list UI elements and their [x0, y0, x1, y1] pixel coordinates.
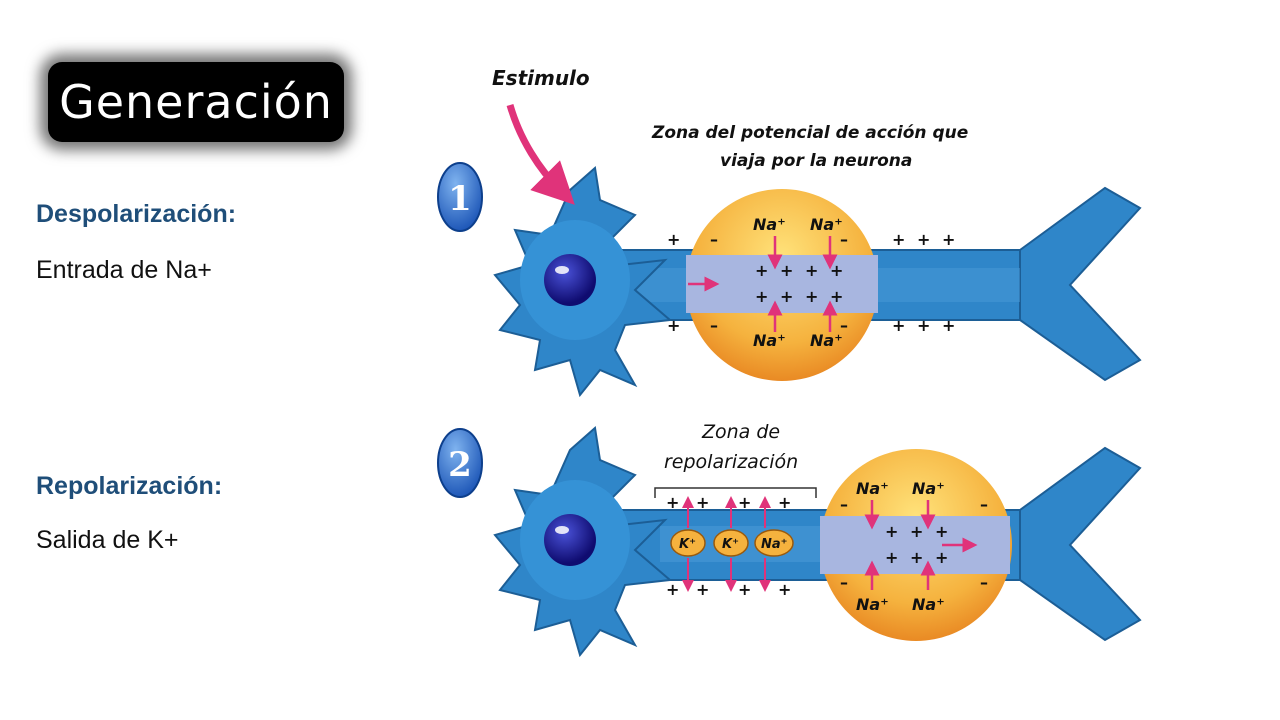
- na-bubble-label: Na⁺: [761, 537, 788, 552]
- ap-zone-2: [820, 449, 1012, 641]
- svg-text:+: +: [935, 548, 948, 567]
- svg-text:+: +: [780, 261, 793, 280]
- svg-text:+: +: [910, 522, 923, 541]
- svg-text:+: +: [805, 287, 818, 306]
- na-inflow-arrows-1: [688, 236, 838, 332]
- k-label-b: K⁺: [722, 537, 739, 552]
- step-2-badge: 2: [437, 428, 483, 498]
- svg-text:–: –: [980, 573, 988, 592]
- svg-text:+: +: [942, 230, 955, 249]
- depolarization-text: Entrada de Na+: [36, 256, 212, 284]
- svg-text:–: –: [840, 573, 848, 592]
- svg-text:+: +: [738, 580, 751, 599]
- k-outflow-arrows: [682, 496, 771, 592]
- svg-text:+: +: [738, 493, 751, 512]
- svg-text:–: –: [840, 495, 848, 514]
- svg-text:+: +: [667, 230, 680, 249]
- svg-text:+: +: [666, 580, 679, 599]
- svg-text:+: +: [778, 580, 791, 599]
- step-2-number: 2: [448, 445, 472, 485]
- svg-text:+: +: [917, 230, 930, 249]
- repol-zone-label-line2: repolarización: [664, 451, 798, 473]
- svg-text:+: +: [885, 548, 898, 567]
- step-2: 2 K⁺ K⁺ Na⁺: [437, 421, 1142, 658]
- svg-text:–: –: [710, 230, 718, 249]
- svg-text:+: +: [780, 287, 793, 306]
- svg-text:+: +: [910, 548, 923, 567]
- svg-text:+: +: [778, 493, 791, 512]
- repol-zone-label-line1: Zona de: [701, 421, 780, 443]
- svg-text:+: +: [830, 261, 843, 280]
- ion-bubbles: [670, 529, 794, 557]
- na-label-2d: Na⁺: [912, 595, 945, 614]
- repolarization-heading: Repolarización:: [36, 472, 223, 500]
- svg-text:+: +: [892, 316, 905, 335]
- depolarization-heading: Despolarización:: [36, 200, 237, 228]
- stimulus-label: Estimulo: [492, 66, 590, 90]
- svg-text:+: +: [917, 316, 930, 335]
- svg-text:+: +: [830, 287, 843, 306]
- na-label-2c: Na⁺: [856, 595, 889, 614]
- svg-text:–: –: [710, 316, 718, 335]
- step-1: 1 + + + + + + + + – – – – + + + + + + + +: [437, 66, 1142, 398]
- nucleus-2: [544, 514, 596, 566]
- svg-text:+: +: [696, 493, 709, 512]
- ap-zone-label-line2: viaja por la neurona: [720, 151, 912, 171]
- na-label-1a: Na⁺: [753, 215, 786, 234]
- svg-text:+: +: [755, 287, 768, 306]
- na-label-1d: Na⁺: [810, 331, 843, 350]
- charges-2: + + + + + + + + + + + + + + – – – –: [666, 493, 988, 599]
- stimulus-arrow: [506, 104, 575, 205]
- nucleus-1: [544, 254, 596, 306]
- repolarization-text: Salida de K+: [36, 526, 179, 554]
- action-potential-diagram: 1 + + + + + + + + – – – – + + + + + + + +: [437, 66, 1142, 658]
- svg-text:–: –: [980, 495, 988, 514]
- svg-text:+: +: [805, 261, 818, 280]
- step-1-badge: 1: [437, 162, 483, 232]
- title-box: Generación: [48, 62, 344, 142]
- svg-text:+: +: [935, 522, 948, 541]
- svg-text:+: +: [892, 230, 905, 249]
- na-label-2a: Na⁺: [856, 479, 889, 498]
- na-label-1c: Na⁺: [753, 331, 786, 350]
- slide-title: Generación: [59, 75, 333, 129]
- svg-text:+: +: [696, 580, 709, 599]
- ap-zone-label-line1: Zona del potencial de acción que: [651, 123, 968, 143]
- na-label-2b: Na⁺: [912, 479, 945, 498]
- step-1-number: 1: [448, 179, 472, 219]
- na-inflow-arrows-2: [864, 500, 978, 590]
- svg-text:+: +: [666, 493, 679, 512]
- k-label-a: K⁺: [679, 537, 696, 552]
- repolarization-bracket: [654, 487, 817, 498]
- svg-text:+: +: [755, 261, 768, 280]
- svg-text:–: –: [840, 316, 848, 335]
- svg-text:–: –: [840, 230, 848, 249]
- svg-text:+: +: [942, 316, 955, 335]
- svg-text:+: +: [885, 522, 898, 541]
- svg-text:+: +: [667, 316, 680, 335]
- na-label-1b: Na⁺: [810, 215, 843, 234]
